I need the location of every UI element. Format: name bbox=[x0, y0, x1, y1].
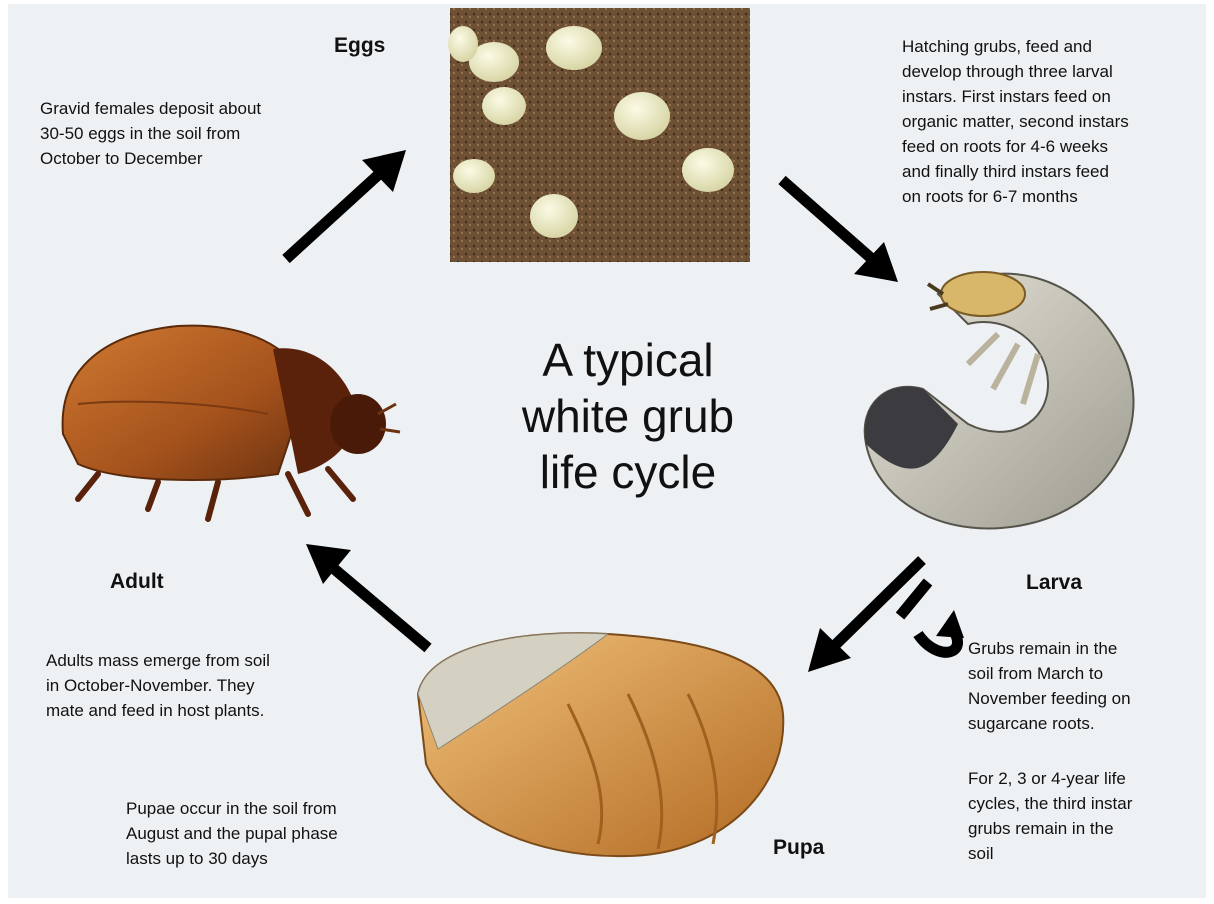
larva-label: Larva bbox=[1026, 571, 1082, 595]
larva-description: Hatching grubs, feed and develop through… bbox=[902, 34, 1129, 209]
pupa-image bbox=[418, 633, 783, 856]
arrow-eggs-to-larva bbox=[782, 180, 898, 282]
arrow-adult-to-eggs bbox=[286, 150, 406, 259]
egg bbox=[546, 26, 602, 70]
arrow-pupa-to-adult bbox=[306, 544, 428, 648]
life-cycle-diagram: A typical white grub life cycle Eggs Gra… bbox=[8, 4, 1206, 898]
adult-label: Adult bbox=[110, 570, 164, 594]
egg bbox=[453, 159, 495, 193]
egg bbox=[682, 148, 734, 192]
pupa-label: Pupa bbox=[773, 836, 824, 860]
eggs-description: Gravid females deposit about 30-50 eggs … bbox=[40, 96, 261, 171]
diagram-title: A typical white grub life cycle bbox=[478, 332, 778, 500]
egg bbox=[614, 92, 670, 140]
larva-multi-year-note: For 2, 3 or 4-year life cycles, the thir… bbox=[968, 766, 1132, 866]
egg bbox=[448, 26, 478, 62]
pupa-description: Pupae occur in the soil from August and … bbox=[126, 796, 338, 871]
larva-remain-note: Grubs remain in the soil from March to N… bbox=[968, 636, 1131, 736]
eggs-image bbox=[448, 8, 750, 262]
adult-image bbox=[63, 326, 400, 519]
adult-description: Adults mass emerge from soil in October-… bbox=[46, 648, 270, 723]
arrow-larva-loop bbox=[900, 582, 964, 652]
egg bbox=[530, 194, 578, 238]
larva-image bbox=[865, 272, 1134, 528]
egg bbox=[482, 87, 526, 125]
eggs-label: Eggs bbox=[334, 34, 385, 58]
